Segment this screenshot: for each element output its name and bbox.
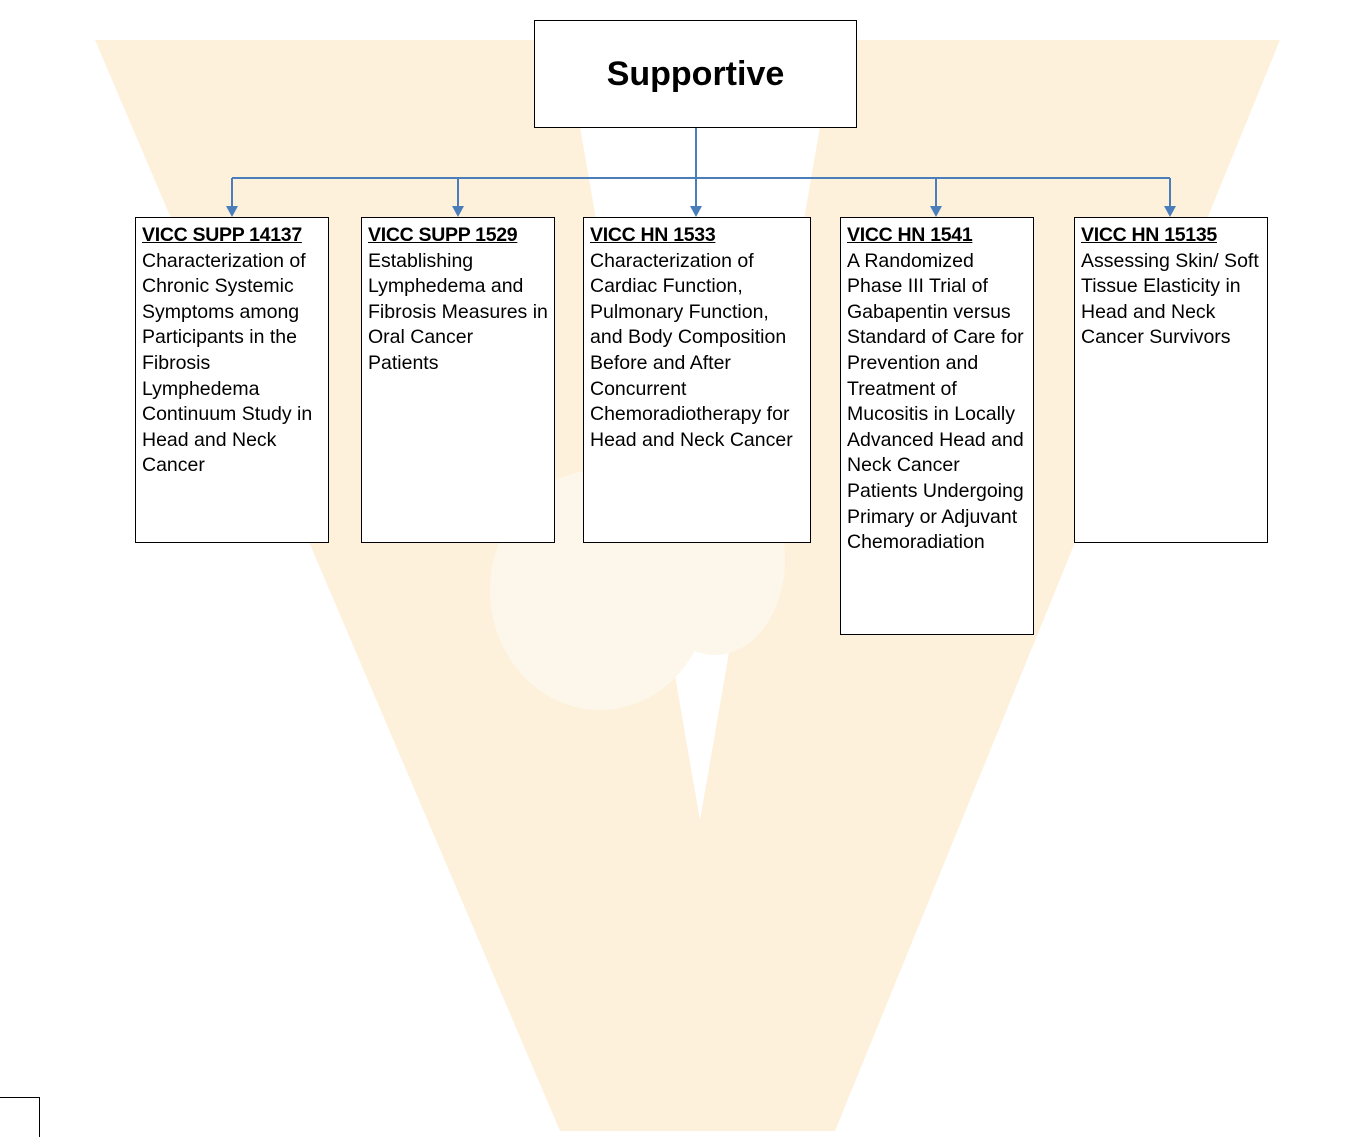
root-node-supportive: Supportive — [534, 20, 857, 128]
root-title: Supportive — [606, 54, 785, 93]
corner-box — [0, 1097, 40, 1137]
trial-id: VICC HN 15135 — [1081, 224, 1217, 246]
trial-node-supp-14137: VICC SUPP 14137 Characterization of Chro… — [135, 217, 329, 543]
trial-node-hn-1541: VICC HN 1541 A Randomized Phase III Tria… — [840, 217, 1034, 635]
trial-description: Characterization of Cardiac Function, Pu… — [590, 249, 793, 451]
trial-id: VICC SUPP 1529 — [368, 224, 518, 246]
trial-description: Establishing Lymphedema and Fibrosis Mea… — [368, 249, 548, 374]
trial-description: Characterization of Chronic Systemic Sym… — [142, 249, 313, 477]
trial-id: VICC HN 1541 — [847, 224, 973, 246]
trial-id: VICC HN 1533 — [590, 224, 716, 246]
trial-id: VICC SUPP 14137 — [142, 224, 302, 246]
trial-node-hn-1533: VICC HN 1533 Characterization of Cardiac… — [583, 217, 811, 543]
trial-description: Assessing Skin/ Soft Tissue Elasticity i… — [1081, 249, 1259, 349]
trial-description: A Randomized Phase III Trial of Gabapent… — [847, 249, 1024, 554]
trial-node-supp-1529: VICC SUPP 1529 Establishing Lymphedema a… — [361, 217, 555, 543]
trial-node-hn-15135: VICC HN 15135 Assessing Skin/ Soft Tissu… — [1074, 217, 1268, 543]
